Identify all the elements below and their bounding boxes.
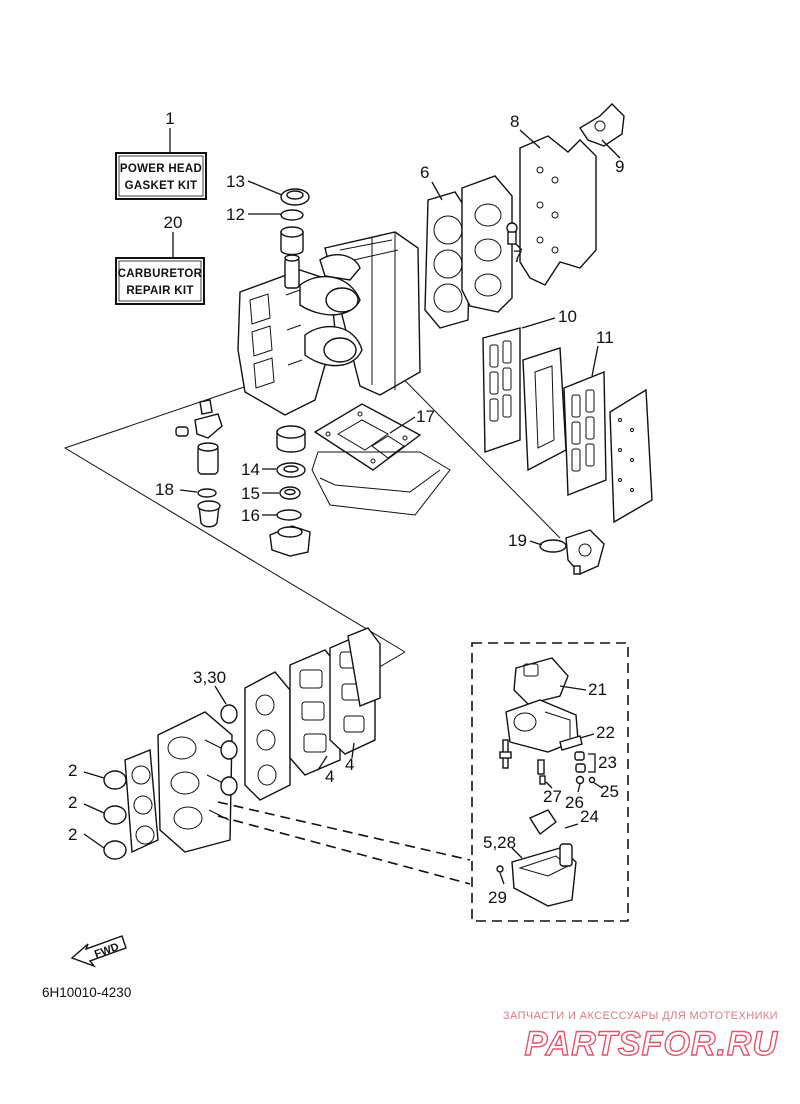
kit-1-line1: POWER HEAD bbox=[120, 163, 202, 175]
gasket-11: 11 bbox=[563, 328, 614, 497]
thermostat-group bbox=[175, 399, 223, 528]
gaskets-3-30: 3,30 bbox=[193, 668, 238, 796]
callout-8: 8 bbox=[510, 112, 519, 131]
callout-6: 6 bbox=[420, 163, 429, 182]
callout-12: 12 bbox=[226, 205, 245, 224]
callout-9: 9 bbox=[615, 157, 624, 176]
bolt-7: 7 bbox=[506, 222, 522, 266]
exhaust-cover bbox=[311, 451, 451, 516]
lower-bearing-retainer bbox=[269, 525, 311, 557]
callout-5-28: 5,28 bbox=[483, 833, 516, 852]
callout-3-30: 3,30 bbox=[193, 668, 226, 687]
kit-1-callout: 1 bbox=[165, 109, 174, 128]
callout-19: 19 bbox=[508, 531, 527, 550]
callout-23: 23 bbox=[598, 753, 617, 772]
lower-bearing-housing bbox=[276, 425, 306, 453]
exhaust-plate bbox=[522, 347, 567, 472]
callout-29: 29 bbox=[488, 888, 507, 907]
callout-24: 24 bbox=[580, 807, 599, 826]
part-9: 9 bbox=[579, 103, 625, 176]
o-ring-12: 12 bbox=[226, 205, 304, 224]
kit-1-line2: GASKET KIT bbox=[125, 180, 198, 192]
intake-manifold bbox=[157, 711, 233, 853]
o-rings-2: 2 2 2 bbox=[68, 761, 127, 860]
carburetor-connector-lines bbox=[217, 801, 471, 885]
callout-15: 15 bbox=[241, 484, 260, 503]
callout-11: 11 bbox=[596, 328, 614, 347]
callout-16: 16 bbox=[241, 506, 260, 525]
o-ring-16: 16 bbox=[241, 506, 302, 525]
oil-seal-14: 14 bbox=[241, 460, 306, 479]
o-ring-18: 18 bbox=[155, 480, 217, 499]
callout-2b: 2 bbox=[68, 793, 77, 812]
power-head-gasket-kit-box: 1 POWER HEAD GASKET KIT bbox=[115, 109, 207, 200]
callout-26: 26 bbox=[565, 793, 584, 812]
watermark-tagline: ЗАПЧАСТИ И АКСЕССУАРЫ ДЛЯ МОТОТЕХНИКИ bbox=[503, 1010, 778, 1022]
kit-20-line2: REPAIR KIT bbox=[126, 285, 193, 297]
head-cover-8: 8 bbox=[510, 112, 597, 286]
callout-22: 22 bbox=[596, 723, 615, 742]
callout-27: 27 bbox=[543, 787, 562, 806]
carburetor-repair-kit-box: 20 CARBURETOR REPAIR KIT bbox=[115, 213, 205, 305]
callout-4a: 4 bbox=[325, 767, 334, 786]
callout-2c: 2 bbox=[68, 825, 77, 844]
cylinder-head bbox=[461, 175, 513, 313]
callout-17: 17 bbox=[416, 407, 435, 426]
kit-20-callout: 20 bbox=[164, 213, 183, 232]
fwd-label: FWD bbox=[93, 941, 121, 961]
bearing-housing-upper bbox=[280, 226, 304, 256]
outer-exhaust-cover bbox=[609, 388, 653, 524]
head-gasket-6: 6 bbox=[420, 163, 471, 329]
fuel-pump-19: 19 bbox=[508, 529, 605, 575]
callout-13: 13 bbox=[226, 172, 245, 191]
callout-25: 25 bbox=[600, 782, 619, 801]
reed-valve-plate bbox=[244, 671, 291, 801]
power-head-assembly bbox=[237, 231, 421, 416]
reed-gaskets-4: 4 4 bbox=[289, 627, 381, 786]
oil-seal-15: 15 bbox=[241, 484, 301, 503]
intake-gasket bbox=[124, 749, 159, 854]
diagram-reference: 6H10010-4230 bbox=[42, 985, 131, 1000]
callout-18: 18 bbox=[155, 480, 174, 499]
callout-4b: 4 bbox=[345, 755, 354, 774]
watermark: ЗАПЧАСТИ И АКСЕССУАРЫ ДЛЯ МОТОТЕХНИКИ PA… bbox=[503, 1010, 779, 1064]
gasket-10: 10 bbox=[482, 307, 577, 453]
watermark-brand: PARTSFOR.RU bbox=[525, 1025, 779, 1063]
callout-2a: 2 bbox=[68, 761, 77, 780]
callout-14: 14 bbox=[241, 460, 260, 479]
kit-20-line1: CARBURETOR bbox=[118, 268, 203, 280]
oil-seal-13: 13 bbox=[226, 172, 310, 206]
callout-10: 10 bbox=[558, 307, 577, 326]
carburetor-detail-box: 21 22 23 27 26 25 24 bbox=[471, 642, 629, 922]
forward-arrow-icon: FWD bbox=[70, 935, 127, 968]
callout-21: 21 bbox=[588, 680, 607, 699]
callout-7: 7 bbox=[513, 247, 522, 266]
gasket-17: 17 bbox=[313, 403, 435, 471]
